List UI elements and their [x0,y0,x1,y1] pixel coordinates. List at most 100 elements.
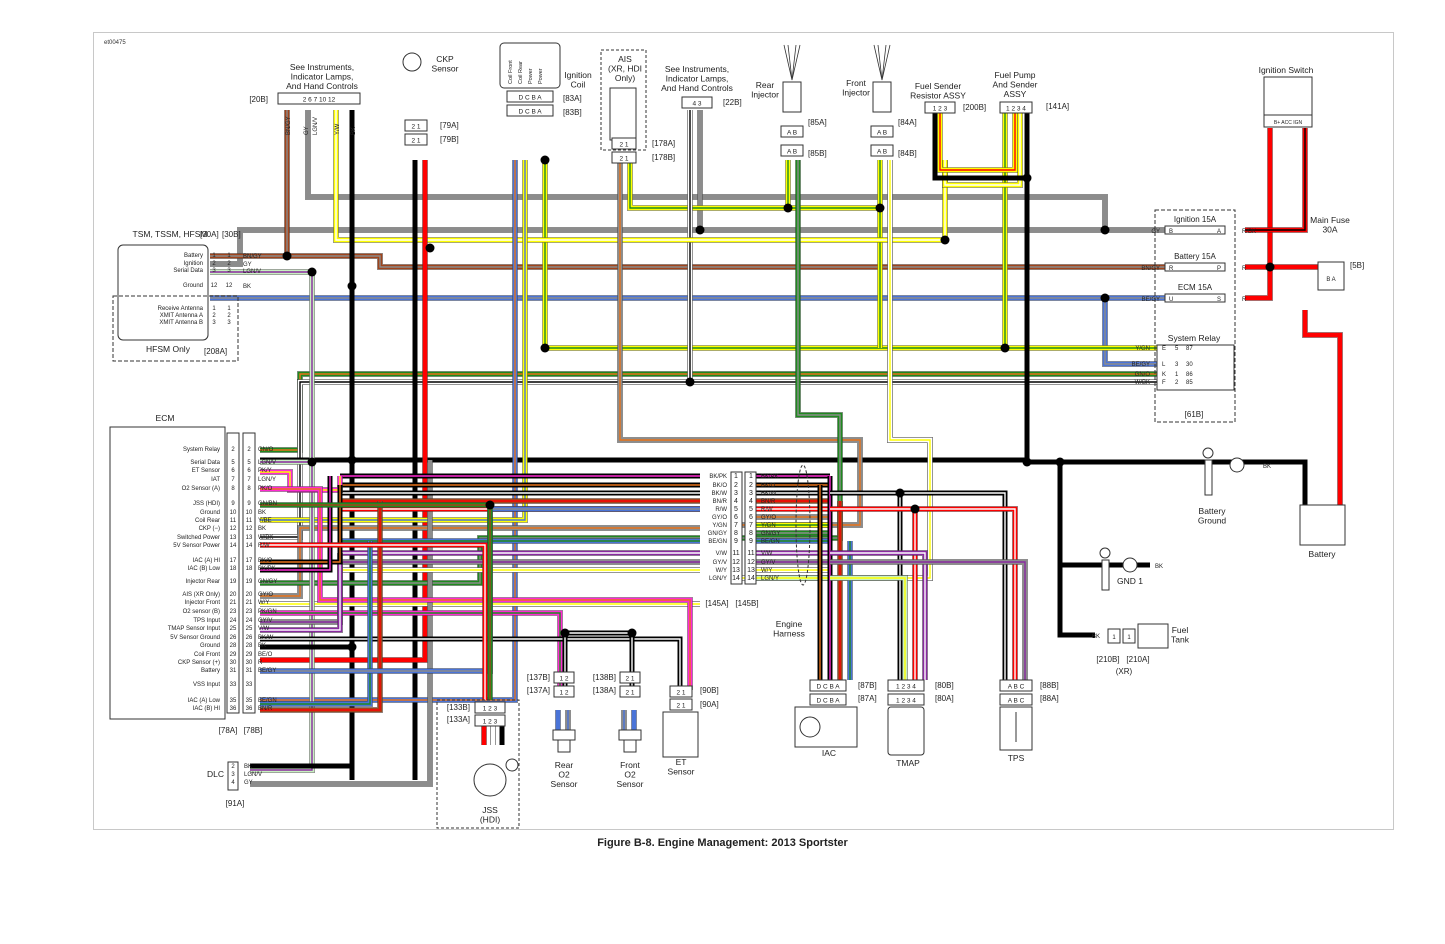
ecm-pin-label: Ground [200,510,220,516]
relay-cavity: 3 [1175,362,1179,368]
ecm-pin: 5 [231,460,235,466]
ecm-pin-label: O2 sensor (B) [183,609,220,615]
wire-stripe [260,541,371,705]
connector-id: [84B] [898,149,917,158]
ecm-pin: 20 [230,592,237,598]
ecm-pin: 5 [247,460,251,466]
wire-lgn-v [210,269,315,773]
ecm-pin-label: AIS (XR Only) [182,592,220,598]
instruments-right-connector [681,96,713,109]
harness-pin: 13 [747,567,755,574]
wire-label: BN/GY [1141,266,1160,272]
front-injector-spray-icon [873,44,891,81]
instruments-right-title: See Instruments, [665,64,729,74]
wire-outline [942,110,1023,188]
wire-body [1027,459,1308,505]
wire-body [830,550,928,680]
jss-title: JSS [482,805,498,815]
dlc-pin: 2 [231,764,235,770]
wire-label: BK [1263,464,1271,470]
wire-body [542,160,1165,351]
ecm-pin-label: IAT [211,477,220,483]
connector-id: [20B] [249,95,268,104]
front-injector-title: Front [846,78,866,88]
wire-v-w [830,550,928,680]
ecm-pin: 8 [231,486,235,492]
wire-label: V/W [761,551,773,557]
wire-label: GY/O [258,592,273,598]
relay-cavity: 5 [1175,346,1179,352]
fuse-pin: R [1169,266,1174,272]
wire-pk-gn [260,610,563,690]
fuse-pin: B [1169,229,1173,235]
connector-id: [22B] [723,98,742,107]
ais-title: AIS [618,54,632,64]
wire-label: BE/GY [1132,362,1150,368]
ecm-pin: 6 [231,468,235,474]
harness-pin: 11 [747,550,754,557]
tmap-connector-a [887,693,925,706]
wire-label: GN/GY [258,579,277,585]
bolt-icon [1101,559,1110,591]
fuse-pin: U [1169,297,1173,303]
ecm-pin: 7 [231,477,235,483]
ckp-sensor-title: CKP [436,54,454,64]
ecm-pin: 10 [246,510,253,516]
wire-label: BE/GY [258,668,276,674]
wire-stripe [939,110,1016,171]
wire-y-w [942,110,1023,188]
fuse-pin: S [1217,297,1221,303]
hfsm-pin-label: XMIT Antenna A [160,313,203,319]
wire-label: LGN/V [244,772,262,778]
connector-pins: 2 1 [625,690,634,697]
ecm-pin: 13 [246,535,253,541]
splice-dot [695,225,705,235]
wire-stripe [900,492,1006,680]
engine-harness-title: Engine [776,619,803,629]
connector-pins: 1 2 3 4 [896,684,916,691]
jss-connector-a [474,714,506,727]
wire-stripe [287,255,1165,268]
wire-label: GY/O [761,515,776,521]
wire-stripe [260,485,341,563]
fuel-tank-note: (XR) [1116,667,1133,676]
ecm-pin-label: 5V Sensor Power [173,543,220,549]
wire-label: W/Y [716,568,727,574]
coil-connector-b [506,104,554,117]
tsm-pin: 3 [227,268,231,274]
tsm-title: TSM, TSSM, HFSM [133,229,208,239]
wire-label: GN/GY [761,531,780,537]
rear-o2-connector-a [553,685,575,698]
relay-pin: F [1162,380,1166,386]
ecm-pin: 25 [230,626,237,632]
fuel-tank-title: Fuel [1172,625,1189,635]
splice-dot [783,203,793,213]
wire-bk [1057,462,1150,568]
ecm-pin: 12 [230,526,237,532]
wire-label: R/W [761,507,773,513]
jss-dashed [436,699,520,829]
et-sensor-title: Sensor [668,767,695,777]
rear-o2-title: O2 [558,770,570,780]
wire-label: BK [244,764,252,770]
connector-id: [79B] [440,135,459,144]
ecm-pin-label: CKP Sensor (+) [178,660,220,666]
harness-pin: 5 [749,506,753,513]
harness-pin: 2 [749,482,753,489]
system-relay-title: System Relay [1168,333,1221,343]
relay-terminal: 86 [1186,372,1193,378]
wire-r [1245,140,1273,301]
ecm-pin-label: Ground [200,643,220,649]
connector-pins: 2 1 [676,703,685,710]
front-o2-connector-a [619,685,641,698]
fuse-pin: A [1217,229,1221,235]
iac-title: IAC [822,748,836,758]
splice-dot [347,281,357,291]
wire-label: PK/Y [258,468,272,474]
splice-dot [685,377,695,387]
ecm-pin: 18 [230,566,237,572]
fuel-tank-connector-b [1107,628,1121,644]
tmap-title: TMAP [896,758,920,768]
rear-injector-title: Injector [751,90,779,100]
